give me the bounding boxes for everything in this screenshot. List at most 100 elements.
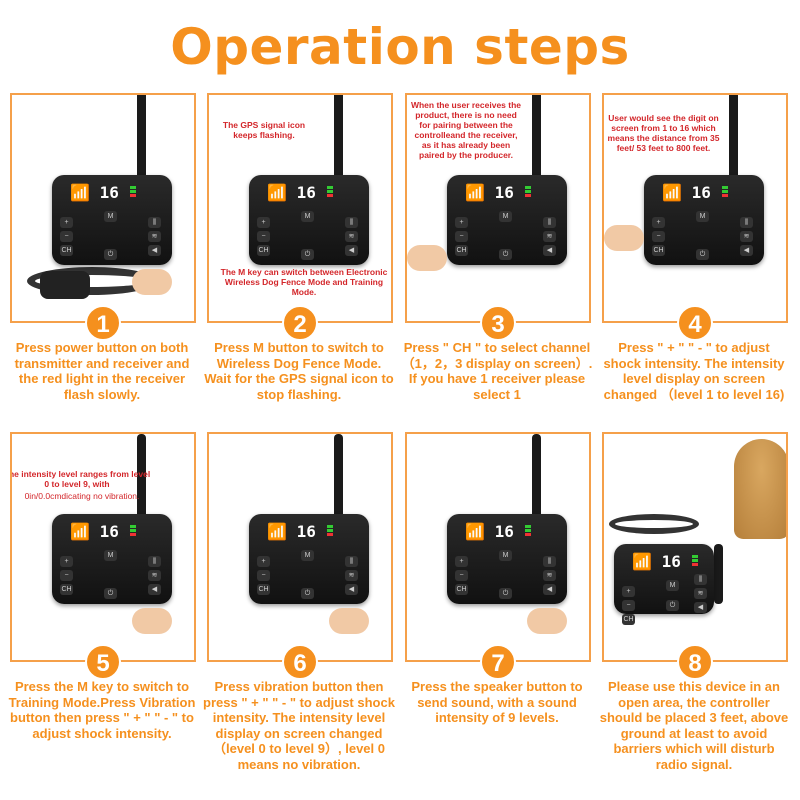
shock-key[interactable]: ⫼ bbox=[694, 574, 707, 585]
annotation-note: User would see the digit on screen from … bbox=[607, 113, 720, 153]
plus-key[interactable]: + bbox=[455, 217, 468, 228]
vibration-key[interactable]: ≋ bbox=[148, 570, 161, 581]
step-description: Please use this device in an open area, … bbox=[599, 679, 789, 772]
step-description: Press power button on both transmitter a… bbox=[14, 340, 190, 402]
m-key[interactable]: M bbox=[104, 211, 117, 222]
ch-key[interactable]: CH bbox=[622, 614, 635, 625]
power-key[interactable]: ⏻ bbox=[104, 249, 117, 260]
m-key[interactable]: M bbox=[104, 550, 117, 561]
step-description: Press the M key to switch to Training Mo… bbox=[8, 679, 196, 741]
speaker-key[interactable]: ◀ bbox=[345, 245, 358, 256]
plus-key[interactable]: + bbox=[60, 217, 73, 228]
m-key[interactable]: M bbox=[696, 211, 709, 222]
power-key[interactable]: ⏻ bbox=[301, 249, 314, 260]
shock-key[interactable]: ⫼ bbox=[148, 556, 161, 567]
minus-key[interactable]: − bbox=[455, 231, 468, 242]
m-key[interactable]: M bbox=[499, 550, 512, 561]
power-key[interactable]: ⏻ bbox=[666, 600, 679, 611]
plus-key[interactable]: + bbox=[455, 556, 468, 567]
transmitter-device: 📶 16 M + − CH ⫼ ≋ ◀ ⏻ bbox=[447, 514, 567, 604]
display-digits: 16 bbox=[99, 522, 119, 541]
annotation-note: The intensity level ranges from level 0 … bbox=[10, 469, 151, 489]
vibration-key[interactable]: ≋ bbox=[543, 231, 556, 242]
speaker-key[interactable]: ◀ bbox=[148, 584, 161, 595]
vibration-key[interactable]: ≋ bbox=[345, 231, 358, 242]
step-number-badge: 1 bbox=[85, 305, 121, 341]
vibration-key[interactable]: ≋ bbox=[345, 570, 358, 581]
ch-key[interactable]: CH bbox=[257, 584, 270, 595]
receiver bbox=[40, 271, 90, 299]
device-screen: 📶 16 bbox=[267, 183, 337, 205]
speaker-key[interactable]: ◀ bbox=[543, 245, 556, 256]
power-key[interactable]: ⏻ bbox=[696, 249, 709, 260]
minus-key[interactable]: − bbox=[652, 231, 665, 242]
m-key[interactable]: M bbox=[301, 211, 314, 222]
level-bars bbox=[722, 186, 728, 198]
device-screen: 📶 16 bbox=[267, 522, 337, 544]
speaker-key[interactable]: ◀ bbox=[694, 602, 707, 613]
ch-key[interactable]: CH bbox=[257, 245, 270, 256]
shock-key[interactable]: ⫼ bbox=[543, 556, 556, 567]
level-bars bbox=[327, 525, 333, 537]
vibration-key[interactable]: ≋ bbox=[694, 588, 707, 599]
shock-key[interactable]: ⫼ bbox=[345, 556, 358, 567]
step-panel-3: 📶 16 M + − CH ⫼ ≋ ◀ ⏻ When the user rece… bbox=[405, 93, 591, 323]
plus-key[interactable]: + bbox=[60, 556, 73, 567]
plus-key[interactable]: + bbox=[622, 586, 635, 597]
display-digits: 16 bbox=[99, 183, 119, 202]
hand bbox=[132, 269, 172, 295]
annotation-note: The GPS signal icon keeps flashing. bbox=[222, 120, 306, 140]
vibration-key[interactable]: ≋ bbox=[148, 231, 161, 242]
minus-key[interactable]: − bbox=[60, 570, 73, 581]
step-panel-8: 📶 16 M + − CH ⫼ ≋ ◀ ⏻ bbox=[602, 432, 788, 662]
step-description: Press M button to switch to Wireless Dog… bbox=[204, 340, 394, 402]
shock-key[interactable]: ⫼ bbox=[543, 217, 556, 228]
power-key[interactable]: ⏻ bbox=[499, 249, 512, 260]
minus-key[interactable]: − bbox=[60, 231, 73, 242]
plus-key[interactable]: + bbox=[652, 217, 665, 228]
plus-key[interactable]: + bbox=[257, 217, 270, 228]
vibration-key[interactable]: ≋ bbox=[543, 570, 556, 581]
shock-key[interactable]: ⫼ bbox=[740, 217, 753, 228]
shock-key[interactable]: ⫼ bbox=[148, 217, 161, 228]
step-panel-7: 📶 16 M + − CH ⫼ ≋ ◀ ⏻ bbox=[405, 432, 591, 662]
power-key[interactable]: ⏻ bbox=[301, 588, 314, 599]
minus-key[interactable]: − bbox=[257, 231, 270, 242]
ch-key[interactable]: CH bbox=[60, 584, 73, 595]
ch-key[interactable]: CH bbox=[455, 245, 468, 256]
level-bars bbox=[692, 555, 698, 567]
ch-key[interactable]: CH bbox=[652, 245, 665, 256]
antenna bbox=[729, 95, 738, 180]
step-description: Press vibration button then press " + " … bbox=[203, 679, 395, 772]
power-key[interactable]: ⏻ bbox=[104, 588, 117, 599]
speaker-key[interactable]: ◀ bbox=[345, 584, 358, 595]
display-digits: 16 bbox=[296, 183, 316, 202]
speaker-key[interactable]: ◀ bbox=[148, 245, 161, 256]
transmitter-device: 📶 16 M + − CH ⫼ ≋ ◀ ⏻ bbox=[52, 175, 172, 265]
speaker-key[interactable]: ◀ bbox=[740, 245, 753, 256]
step-number-badge: 4 bbox=[677, 305, 713, 341]
step-number-badge: 5 bbox=[85, 644, 121, 680]
antenna bbox=[334, 95, 343, 180]
minus-key[interactable]: − bbox=[257, 570, 270, 581]
m-key[interactable]: M bbox=[499, 211, 512, 222]
m-key[interactable]: M bbox=[301, 550, 314, 561]
step-number-badge: 2 bbox=[282, 305, 318, 341]
minus-key[interactable]: − bbox=[622, 600, 635, 611]
antenna bbox=[137, 95, 146, 180]
antenna bbox=[334, 434, 343, 524]
display-digits: 16 bbox=[691, 183, 711, 202]
plus-key[interactable]: + bbox=[257, 556, 270, 567]
step-panel-4: 📶 16 M + − CH ⫼ ≋ ◀ ⏻ User would see the… bbox=[602, 93, 788, 323]
shock-key[interactable]: ⫼ bbox=[345, 217, 358, 228]
ch-key[interactable]: CH bbox=[60, 245, 73, 256]
vibration-key[interactable]: ≋ bbox=[740, 231, 753, 242]
power-key[interactable]: ⏻ bbox=[499, 588, 512, 599]
speaker-key[interactable]: ◀ bbox=[543, 584, 556, 595]
ch-key[interactable]: CH bbox=[455, 584, 468, 595]
m-key[interactable]: M bbox=[666, 580, 679, 591]
minus-key[interactable]: − bbox=[455, 570, 468, 581]
step-panel-5: 📶 16 M + − CH ⫼ ≋ ◀ ⏻ The intensity leve… bbox=[10, 432, 196, 662]
step-panel-2: 📶 16 M + − CH ⫼ ≋ ◀ ⏻ The GPS signal ico… bbox=[207, 93, 393, 323]
signal-icon: 📶 bbox=[267, 183, 287, 202]
